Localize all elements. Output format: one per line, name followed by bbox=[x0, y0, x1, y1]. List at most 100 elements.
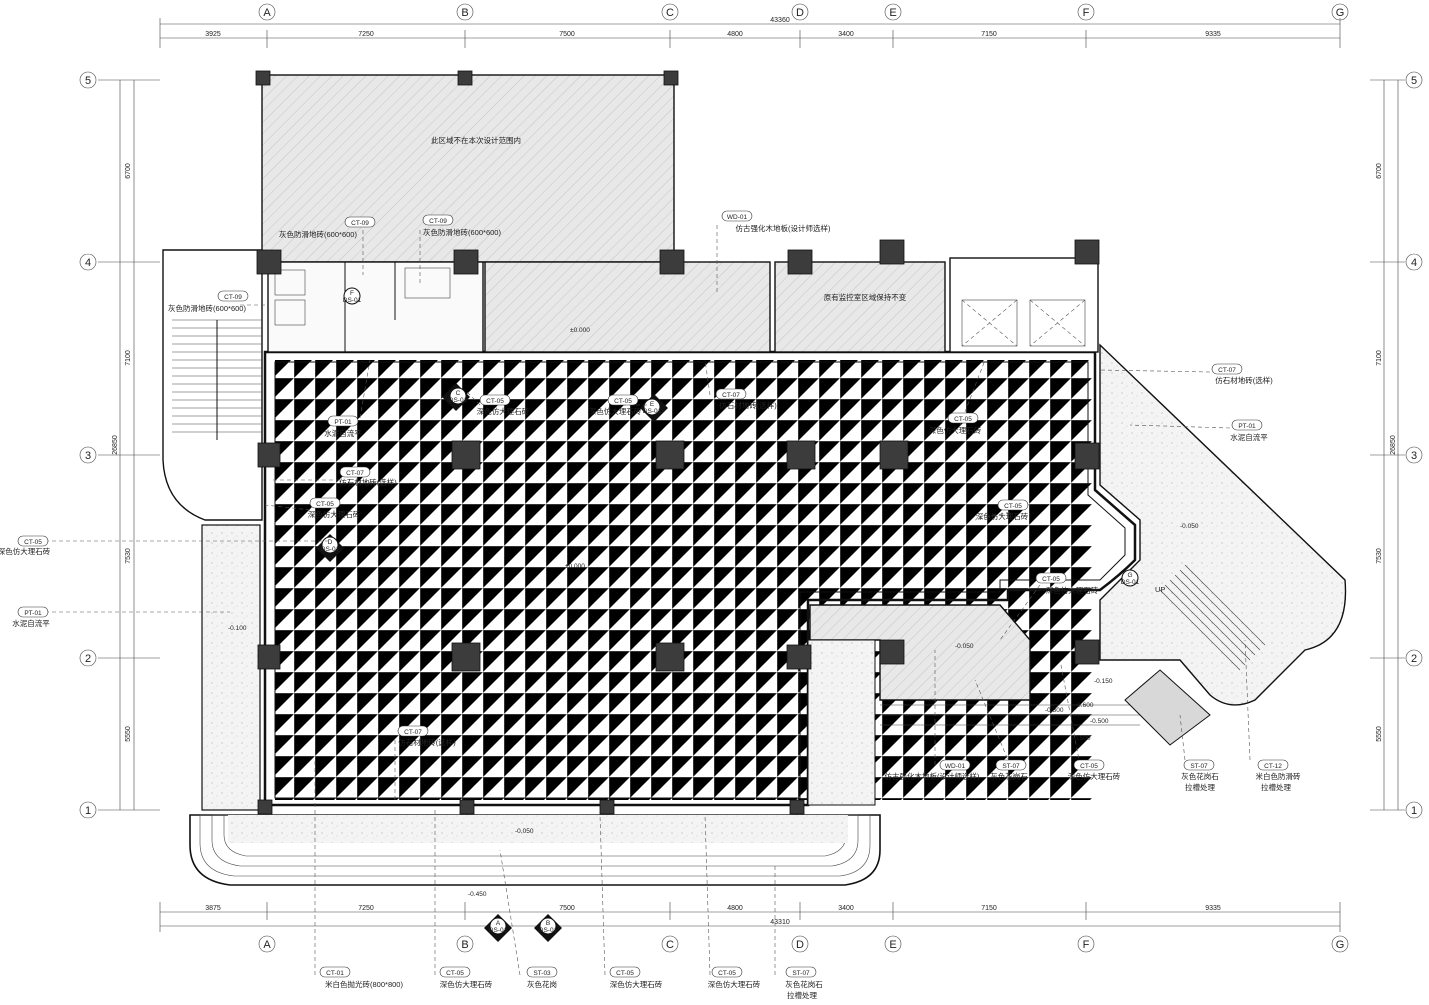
top-dim-7: 9335 bbox=[1205, 31, 1221, 38]
section-b-letter: B bbox=[546, 920, 550, 927]
axis-left-2: 2 bbox=[85, 653, 91, 665]
elevator-car-1 bbox=[961, 299, 1018, 347]
top-dimension-line: 43360 3925 7250 7500 4800 3400 7150 9335 bbox=[159, 17, 1341, 48]
bottom-terrace bbox=[189, 814, 881, 886]
tag-md01low-code: WD-01 bbox=[945, 763, 966, 770]
tag-ct07right-text: 仿石材地砖(选样) bbox=[1215, 375, 1273, 385]
tag-ct05b3-code: CT-05 bbox=[718, 970, 736, 977]
section-marker-e: E DS-01 bbox=[640, 394, 668, 422]
material-tags: CT-09 灰色防滑地砖(600*600) CT-09 灰色防滑地砖(600*6… bbox=[0, 210, 1301, 1000]
top-dim-4: 4800 bbox=[727, 31, 743, 38]
tag-ct12-text: 米白色防滑砖 bbox=[1256, 771, 1301, 781]
top-dim-5: 3400 bbox=[838, 31, 854, 38]
tag-ct05e-text: 深色仿大理石砖 bbox=[589, 406, 642, 416]
tag-pt01outer-code: PT-01 bbox=[24, 610, 42, 617]
left-dim-3: 7530 bbox=[125, 548, 132, 564]
bottom-dim-7: 9335 bbox=[1205, 905, 1221, 912]
elev-7: -0.300 bbox=[1045, 707, 1064, 714]
tag-ct05stairs-code: CT-05 bbox=[1042, 576, 1060, 583]
axis-right-5: 5 bbox=[1411, 75, 1417, 87]
tag-ct05c-text: 深色仿大理石砖 bbox=[477, 406, 530, 416]
tag-ct12-code: CT-12 bbox=[1264, 763, 1282, 770]
tag-ct05b3-text: 深色仿大理石砖 bbox=[708, 979, 761, 989]
up-label: UP bbox=[1155, 585, 1165, 594]
section-b-sheet: DS-01 bbox=[539, 927, 558, 934]
axis-top-g: G bbox=[1336, 7, 1345, 19]
tag-ct01-code: CT-01 bbox=[326, 970, 344, 977]
tag-ct07low-code: CT-07 bbox=[404, 729, 422, 736]
tag-st07b-text2: 拉槽处理 bbox=[1185, 782, 1215, 792]
tag-ct05right2-code: CT-05 bbox=[1004, 503, 1022, 510]
top-dim-2: 7250 bbox=[358, 31, 374, 38]
section-marker-c: C DS-01 bbox=[442, 383, 470, 411]
tag-md01-top-text: 仿古强化木地板(设计师选样) bbox=[736, 223, 831, 233]
section-c-letter: C bbox=[456, 390, 461, 397]
axis-left-3: 3 bbox=[85, 450, 91, 462]
bottom-dimension-line: 3875 7250 7500 4800 3400 7150 9335 43310 bbox=[159, 902, 1341, 932]
section-e-letter: E bbox=[650, 401, 655, 408]
tag-ct07right-code: CT-07 bbox=[1218, 367, 1236, 374]
lower-right-steps bbox=[880, 704, 1140, 726]
tag-st03-text: 灰色花岗 bbox=[527, 979, 557, 989]
section-d-sheet: DS-01 bbox=[321, 546, 340, 553]
tag-st07b-code: ST-07 bbox=[1190, 763, 1208, 770]
tag-st03-code: ST-03 bbox=[533, 970, 551, 977]
left-dimension-line: 6700 7100 7530 5550 26850 bbox=[98, 79, 160, 811]
axis-left-1: 1 bbox=[85, 805, 91, 817]
axis-right-1: 1 bbox=[1411, 805, 1417, 817]
section-e-sheet: DS-01 bbox=[643, 408, 662, 415]
tag-ct07low-text: 仿石材地砖(选样) bbox=[398, 737, 456, 747]
right-terrace bbox=[1099, 343, 1347, 706]
existing-room-note: 原有监控室区域保持不变 bbox=[824, 292, 907, 302]
left-dim-4: 5550 bbox=[125, 726, 132, 742]
left-stair bbox=[162, 249, 263, 521]
right-total-dim: 26850 bbox=[1390, 435, 1397, 455]
axis-top-a: A bbox=[263, 7, 271, 19]
tag-ct05e-code: CT-05 bbox=[614, 398, 632, 405]
section-g-letter: G bbox=[1127, 572, 1132, 579]
axis-right-4: 4 bbox=[1411, 257, 1417, 269]
wood-floor-room bbox=[484, 261, 771, 353]
tag-ct07left-code: CT-07 bbox=[346, 470, 364, 477]
right-dim-2: 7100 bbox=[1376, 350, 1383, 366]
section-marker-g: G DS-01 bbox=[1121, 569, 1140, 587]
tag-st07a-text: 灰色花岗石 bbox=[990, 771, 1028, 781]
axis-right-2: 2 bbox=[1411, 653, 1417, 665]
left-dim-1: 6700 bbox=[125, 163, 132, 179]
tag-ct09a-code: CT-09 bbox=[351, 220, 369, 227]
elev-11: -0.050 bbox=[515, 828, 534, 835]
axis-bottom-f: F bbox=[1083, 939, 1090, 951]
axis-bottom-e: E bbox=[889, 939, 896, 951]
tag-ct09b-text: 灰色防滑地砖(600*600) bbox=[423, 227, 501, 237]
section-g-sheet: DS-01 bbox=[1121, 579, 1140, 586]
tag-ct05low-code: CT-05 bbox=[1080, 763, 1098, 770]
section-marker-d: D DS-01 bbox=[316, 534, 344, 562]
entry-ramp bbox=[1124, 669, 1211, 746]
tag-pt01-left-code: PT-01 bbox=[334, 419, 352, 426]
tag-ct05right-text: 深色仿大理石砖 bbox=[929, 425, 982, 435]
right-stair bbox=[1159, 564, 1266, 671]
left-dim-2: 7100 bbox=[125, 350, 132, 366]
axis-left-4: 4 bbox=[85, 257, 91, 269]
elev-8: -0.600 bbox=[1075, 702, 1094, 709]
axis-bottom-a: A bbox=[263, 939, 271, 951]
tag-ct12-text2: 拉槽处理 bbox=[1261, 782, 1291, 792]
section-marker-f: F DS-01 bbox=[343, 287, 362, 305]
tag-ct07mid-text: 仿石材地砖(选样) bbox=[719, 400, 777, 410]
tag-md01low-text: 仿古强化木地板(设计师选样) bbox=[885, 771, 980, 781]
tag-ct01-text: 米白色抛光砖(800*800) bbox=[325, 979, 403, 989]
right-dimension-line: 6700 7100 7530 5550 26850 bbox=[1370, 79, 1405, 811]
left-terrace-strip bbox=[201, 524, 261, 811]
axis-right-3: 3 bbox=[1411, 450, 1417, 462]
tag-ct05c-code: CT-05 bbox=[486, 398, 504, 405]
tag-ct05low-text: 深色仿大理石砖 bbox=[1068, 771, 1121, 781]
tag-pt01outer-text: 水泥自流平 bbox=[12, 618, 50, 628]
axis-top-d: D bbox=[796, 7, 804, 19]
section-marker-b: B DS-01 bbox=[534, 914, 562, 942]
restroom-block bbox=[267, 261, 484, 353]
axis-top-b: B bbox=[461, 7, 468, 19]
section-marker-a: A DS-01 bbox=[484, 914, 512, 942]
bottom-dim-1: 3875 bbox=[205, 905, 221, 912]
right-dim-1: 6700 bbox=[1376, 163, 1383, 179]
